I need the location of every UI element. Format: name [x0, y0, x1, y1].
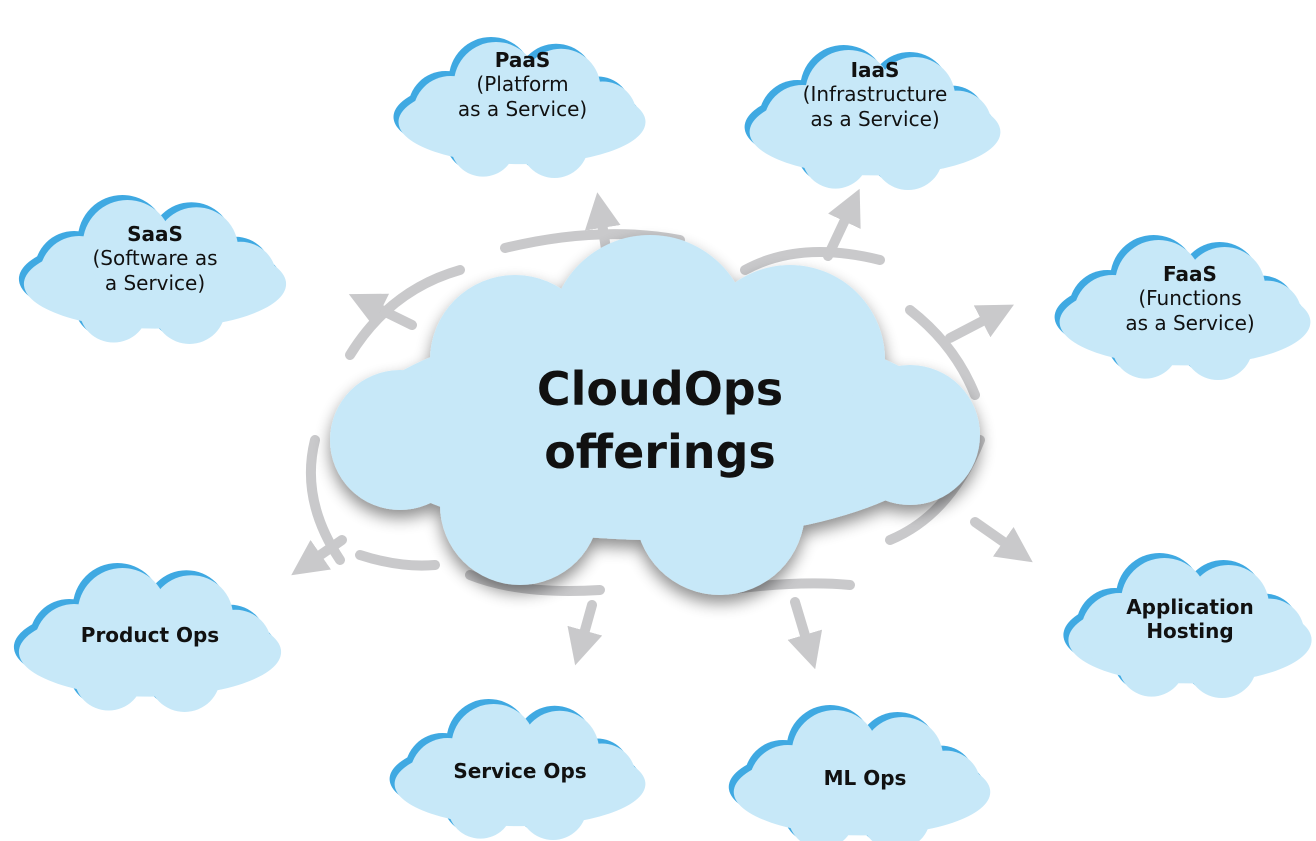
app-hosting-label: Application Hosting: [1070, 595, 1310, 644]
orbit-arc: [740, 247, 885, 275]
iaas-label: IaaS (Infrastructure as a Service): [760, 58, 990, 131]
arrow-iaas: [823, 188, 861, 261]
arrow-service-ops: [567, 600, 603, 666]
arrow-app-hosting: [970, 517, 1033, 563]
iaas-cloud: [744, 45, 1001, 190]
faas-desc-line1: (Functions: [1138, 286, 1242, 311]
ml-ops-title: ML Ops: [823, 766, 907, 790]
saas-label: SaaS (Software as a Service): [40, 222, 270, 295]
arrow-product-ops: [291, 535, 347, 576]
offering-clouds: [13, 37, 1312, 841]
orbit-arc: [465, 570, 605, 596]
arrows: [291, 188, 1033, 670]
iaas-desc-line1: (Infrastructure: [802, 82, 948, 107]
app-hosting-title-line2: Hosting: [1146, 619, 1234, 644]
service-ops-title: Service Ops: [453, 759, 587, 783]
center-title-line2: offerings: [544, 425, 776, 480]
product-ops-label: Product Ops: [30, 623, 270, 647]
service-ops-cloud: [389, 699, 646, 840]
arrow-saas: [348, 293, 417, 330]
product-ops-title: Product Ops: [80, 623, 220, 647]
paas-title: PaaS: [494, 48, 551, 72]
ml-ops-cloud: [728, 705, 991, 841]
arrow-ml-ops: [787, 597, 823, 670]
paas-desc-line2: as a Service): [457, 96, 588, 121]
faas-title: FaaS: [1163, 262, 1217, 286]
arrow-faas: [945, 304, 1014, 343]
saas-cloud: [18, 195, 287, 344]
paas-cloud: [393, 37, 646, 178]
center-cloud: [330, 235, 980, 595]
faas-label: FaaS (Functions as a Service): [1075, 262, 1305, 335]
orbit-arc: [355, 550, 440, 571]
faas-cloud: [1054, 235, 1311, 380]
orbit-arc: [345, 265, 465, 360]
ml-ops-label: ML Ops: [745, 766, 985, 790]
app-hosting-cloud: [1063, 553, 1312, 698]
saas-desc-line2: a Service): [104, 270, 206, 295]
paas-label: PaaS (Platform as a Service): [410, 48, 635, 121]
center-title-line1: CloudOps: [536, 362, 784, 416]
saas-title: SaaS: [127, 222, 183, 246]
service-ops-label: Service Ops: [400, 759, 640, 783]
product-ops-cloud: [13, 563, 282, 712]
iaas-title: IaaS: [850, 58, 900, 82]
app-hosting-title: Application: [1126, 595, 1254, 619]
orbit-arc: [905, 305, 980, 400]
faas-desc-line2: as a Service): [1125, 310, 1255, 335]
center-title: CloudOps offerings: [470, 358, 850, 484]
paas-desc-line1: (Platform: [476, 72, 569, 97]
iaas-desc-line2: as a Service): [810, 106, 940, 131]
saas-desc-line1: (Software as: [92, 246, 218, 271]
